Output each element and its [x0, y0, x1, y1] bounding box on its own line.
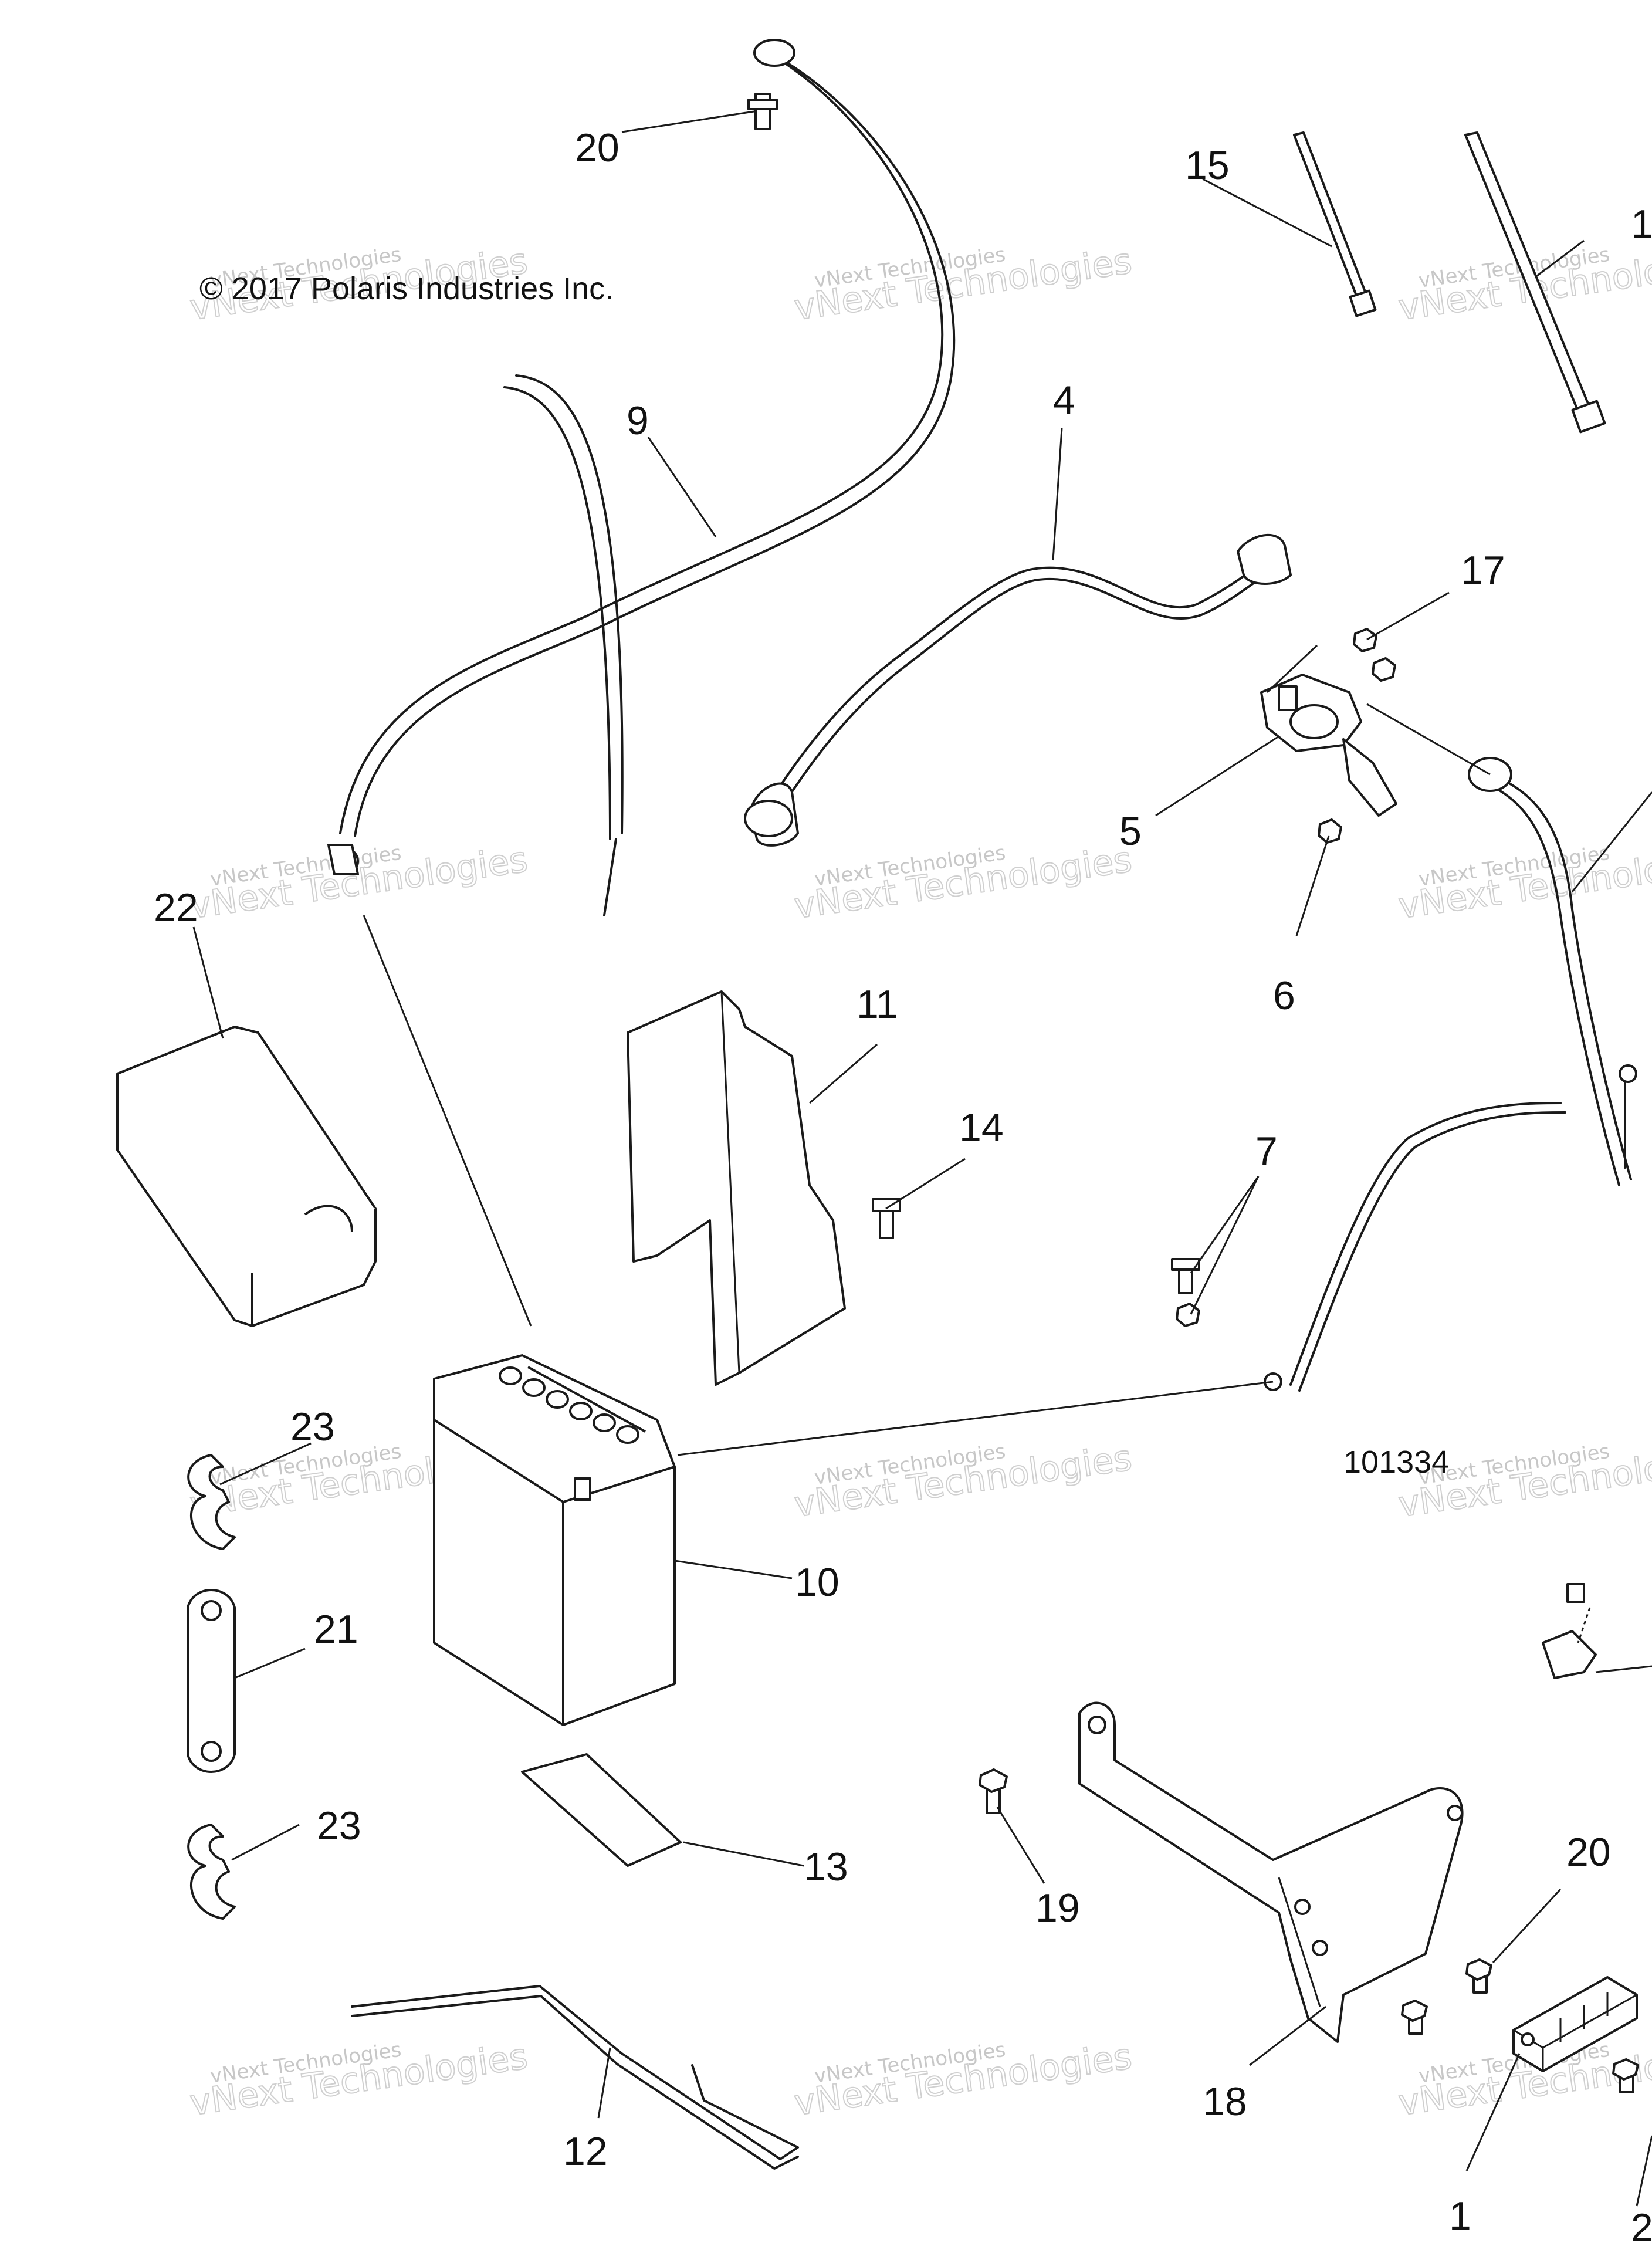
callout-20: 20	[575, 126, 620, 170]
callout-21: 21	[314, 1607, 358, 1652]
callout-23: 23	[317, 1804, 361, 1848]
watermark: vNext Technologies vNext Technologies	[791, 2035, 1135, 2125]
callout-10: 10	[795, 1560, 839, 1605]
watermark: vNext Technologies vNext Technologies	[791, 838, 1135, 928]
part-14-bolt	[872, 1198, 901, 1239]
part-16-cable-tie	[1464, 131, 1606, 434]
callout-13: 13	[804, 1845, 848, 1889]
callout-9: 9	[627, 398, 649, 443]
copyright-text: © 2017 Polaris Industries Inc.	[199, 271, 614, 306]
callout-6: 6	[1273, 973, 1295, 1018]
callout-1: 1	[1449, 2194, 1471, 2238]
callout-11: 11	[857, 982, 898, 1027]
part-10-battery	[433, 1354, 676, 1726]
watermark: vNext Technologies vNext Technologies	[791, 1437, 1135, 1526]
callout-15: 15	[1185, 143, 1230, 188]
part-6-nut	[1318, 818, 1342, 844]
leader-lines	[192, 110, 1652, 2207]
callout-20: 20	[1566, 1830, 1611, 1875]
part-4-cable	[744, 534, 1292, 847]
part-19-bolt	[979, 1768, 1008, 1814]
right-battery-cable	[1264, 757, 1637, 1392]
part-11-bracket	[627, 990, 846, 1386]
callout-18: 18	[1203, 2079, 1247, 2124]
part-22-cover	[116, 1026, 377, 1327]
callout-16: 1	[1631, 202, 1652, 246]
callout-2: 2	[1631, 2205, 1652, 2250]
part-9-harness-cable	[327, 39, 956, 916]
part-7-fasteners	[1171, 1258, 1200, 1327]
part-20-bolt	[1465, 1958, 1492, 1994]
watermark: vNext Technologies vNext Technologies	[187, 838, 531, 928]
part-23-clip	[187, 1454, 236, 1550]
callout-22: 22	[154, 885, 198, 930]
part-20-bolt	[747, 93, 778, 130]
callout-17: 17	[1461, 548, 1505, 593]
callout-5: 5	[1119, 809, 1142, 854]
watermark: vNext Technologies vNext Technologies	[187, 2035, 531, 2125]
part-12-rod	[351, 1985, 799, 2170]
callout-14: 14	[959, 1105, 1004, 1150]
part-21-link	[187, 1589, 236, 1773]
part-1-terminal-block	[1512, 1976, 1638, 2072]
part-17-nuts	[1353, 628, 1396, 682]
figure-number: 101334	[1343, 1445, 1449, 1480]
part-5-solenoid	[1260, 674, 1397, 817]
callouts: 20 15 1 9 4 17 5 6 22 11 14 7 23 10 21 2…	[154, 126, 1652, 2250]
right-edge-clamp	[1542, 1583, 1652, 1679]
part-18-bracket	[1078, 1701, 1464, 2043]
battery-caps	[499, 1366, 639, 1444]
part-13-pad	[521, 1753, 682, 1867]
callout-12: 12	[563, 2129, 608, 2174]
watermark: vNext Technologies vNext Technologies	[791, 240, 1135, 329]
callout-7: 7	[1255, 1129, 1278, 1173]
part-23-clip	[187, 1824, 236, 1920]
callout-23: 23	[290, 1405, 335, 1449]
callout-19: 19	[1035, 1886, 1080, 1930]
svg-text:vNext Technologies: vNext Technologies	[1396, 839, 1652, 927]
part-15-cable-tie	[1293, 131, 1377, 317]
lower-bolts	[1401, 2000, 1639, 2093]
callout-4: 4	[1053, 378, 1075, 422]
